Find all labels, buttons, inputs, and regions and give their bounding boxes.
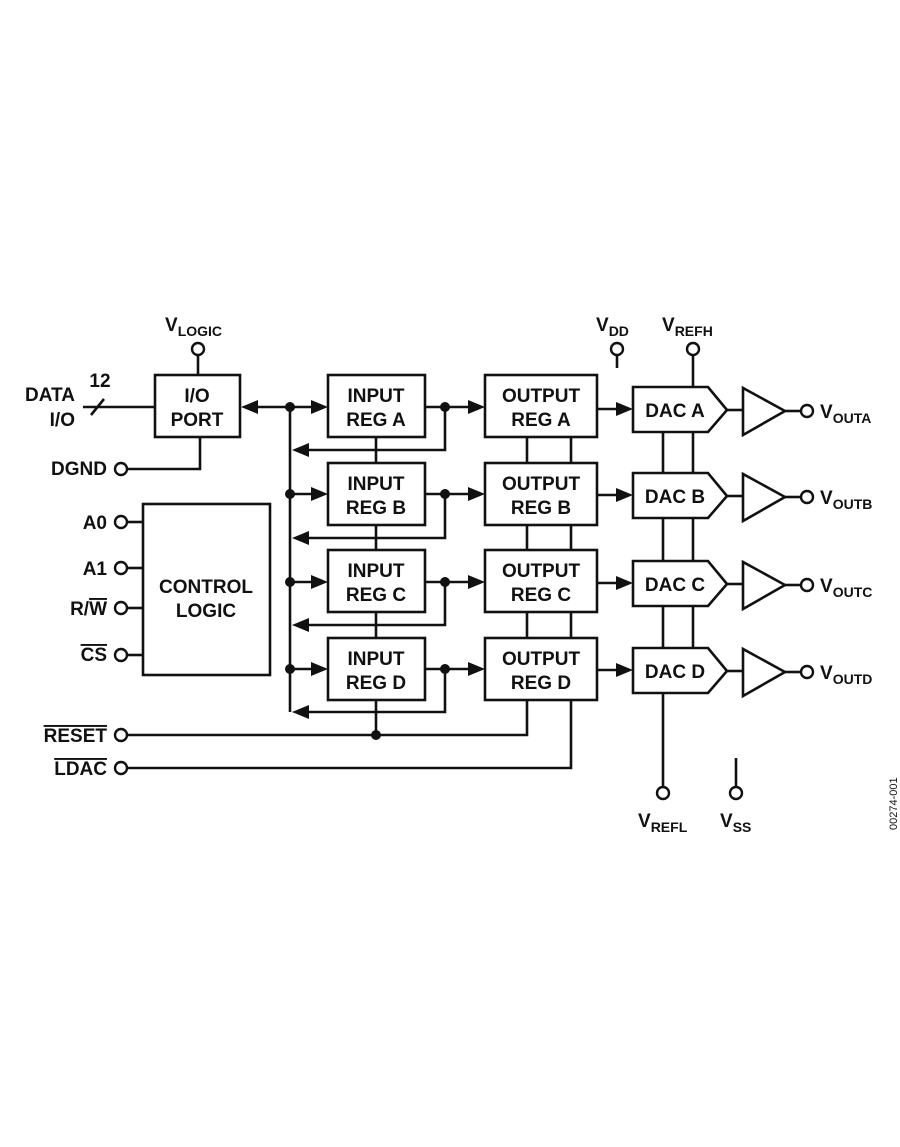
amplifier-icon: [741, 385, 788, 438]
figure-code: 00274-001: [888, 777, 900, 830]
vlogic-label: VLOGIC: [165, 315, 222, 339]
voutb-label: VOUTB: [820, 488, 872, 512]
vss-pin: VSS: [720, 758, 751, 835]
vss-label: VSS: [720, 811, 751, 835]
channel-b: INPUT REG B OUTPUT REG B DAC B VOUTB: [285, 461, 872, 545]
voutc-label: VOUTC: [820, 576, 872, 600]
output-reg-b-label-2: REG B: [511, 498, 571, 519]
input-reg-a-label-1: INPUT: [348, 386, 405, 407]
dgnd-pin: DGND: [51, 437, 202, 480]
input-reg-d-label-2: REG D: [346, 673, 406, 694]
rw-label: R/W: [70, 599, 107, 620]
vrefh-label: VREFH: [662, 315, 713, 339]
a0-label: A0: [83, 513, 107, 534]
vrefl-label: VREFL: [638, 811, 688, 835]
output-reg-c-label-1: OUTPUT: [502, 561, 581, 582]
input-reg-d-label-1: INPUT: [348, 649, 405, 670]
ldac-label: LDAC: [54, 759, 107, 780]
channel-a: INPUT REG A OUTPUT REG A DAC A VOUTA: [285, 373, 871, 457]
amplifier-icon: [741, 559, 788, 612]
reset-label: RESET: [44, 726, 108, 747]
dgnd-label: DGND: [51, 459, 107, 480]
register-connectors: [374, 432, 695, 735]
channel-d: INPUT REG D OUTPUT REG D DAC D VOUTD: [285, 636, 872, 719]
input-reg-c-label-2: REG C: [346, 585, 406, 606]
dac-d-label: DAC D: [645, 662, 705, 683]
data-io-label-1: DATA: [25, 385, 75, 406]
vdd-label: VDD: [596, 315, 629, 339]
io-port-block: I/O PORT: [153, 373, 242, 439]
ldac-pin: LDAC: [54, 700, 573, 780]
voutd-label: VOUTD: [820, 663, 872, 687]
rw-pin: R/W: [70, 599, 143, 620]
dac-a-label: DAC A: [645, 401, 705, 422]
reset-pin: RESET: [44, 700, 529, 747]
cs-pin: CS: [81, 645, 143, 666]
output-reg-b-label-1: OUTPUT: [502, 474, 581, 495]
output-reg-d-label-1: OUTPUT: [502, 649, 581, 670]
input-reg-b-label-2: REG B: [346, 498, 406, 519]
vrefl-pin: VREFL: [638, 693, 688, 835]
dac-b-label: DAC B: [645, 487, 705, 508]
control-logic-block: CONTROL LOGIC: [141, 502, 272, 677]
output-reg-a-label-2: REG A: [511, 410, 571, 431]
channel-c: INPUT REG C OUTPUT REG C DAC C VOUTC: [285, 548, 872, 632]
vouta-label: VOUTA: [820, 402, 871, 426]
input-reg-c-label-1: INPUT: [348, 561, 405, 582]
cs-label: CS: [81, 645, 107, 666]
io-port-label-2: PORT: [171, 410, 224, 431]
output-reg-c-label-2: REG C: [511, 585, 571, 606]
dac-c-label: DAC C: [645, 575, 705, 596]
data-io-label-2: I/O: [50, 410, 75, 431]
arrow-icon: [241, 400, 258, 414]
input-reg-b-label-1: INPUT: [348, 474, 405, 495]
amplifier-icon: [741, 471, 788, 524]
vlogic-pin: VLOGIC: [165, 315, 222, 375]
control-logic-label-1: CONTROL: [159, 577, 253, 598]
io-port-label-1: I/O: [184, 386, 209, 407]
input-reg-a-label-2: REG A: [346, 410, 406, 431]
output-reg-a-label-1: OUTPUT: [502, 386, 581, 407]
data-io-pin: DATA I/O 12: [25, 371, 155, 431]
control-logic-label-2: LOGIC: [176, 601, 236, 622]
vrefh-pin: VREFH: [662, 315, 713, 387]
amplifier-icon: [741, 646, 788, 699]
vdd-pin: VDD: [596, 315, 629, 368]
bus-width-label: 12: [89, 371, 110, 392]
a0-pin: A0: [83, 513, 143, 534]
a1-label: A1: [83, 559, 108, 580]
a1-pin: A1: [83, 559, 143, 580]
output-reg-d-label-2: REG D: [511, 673, 571, 694]
